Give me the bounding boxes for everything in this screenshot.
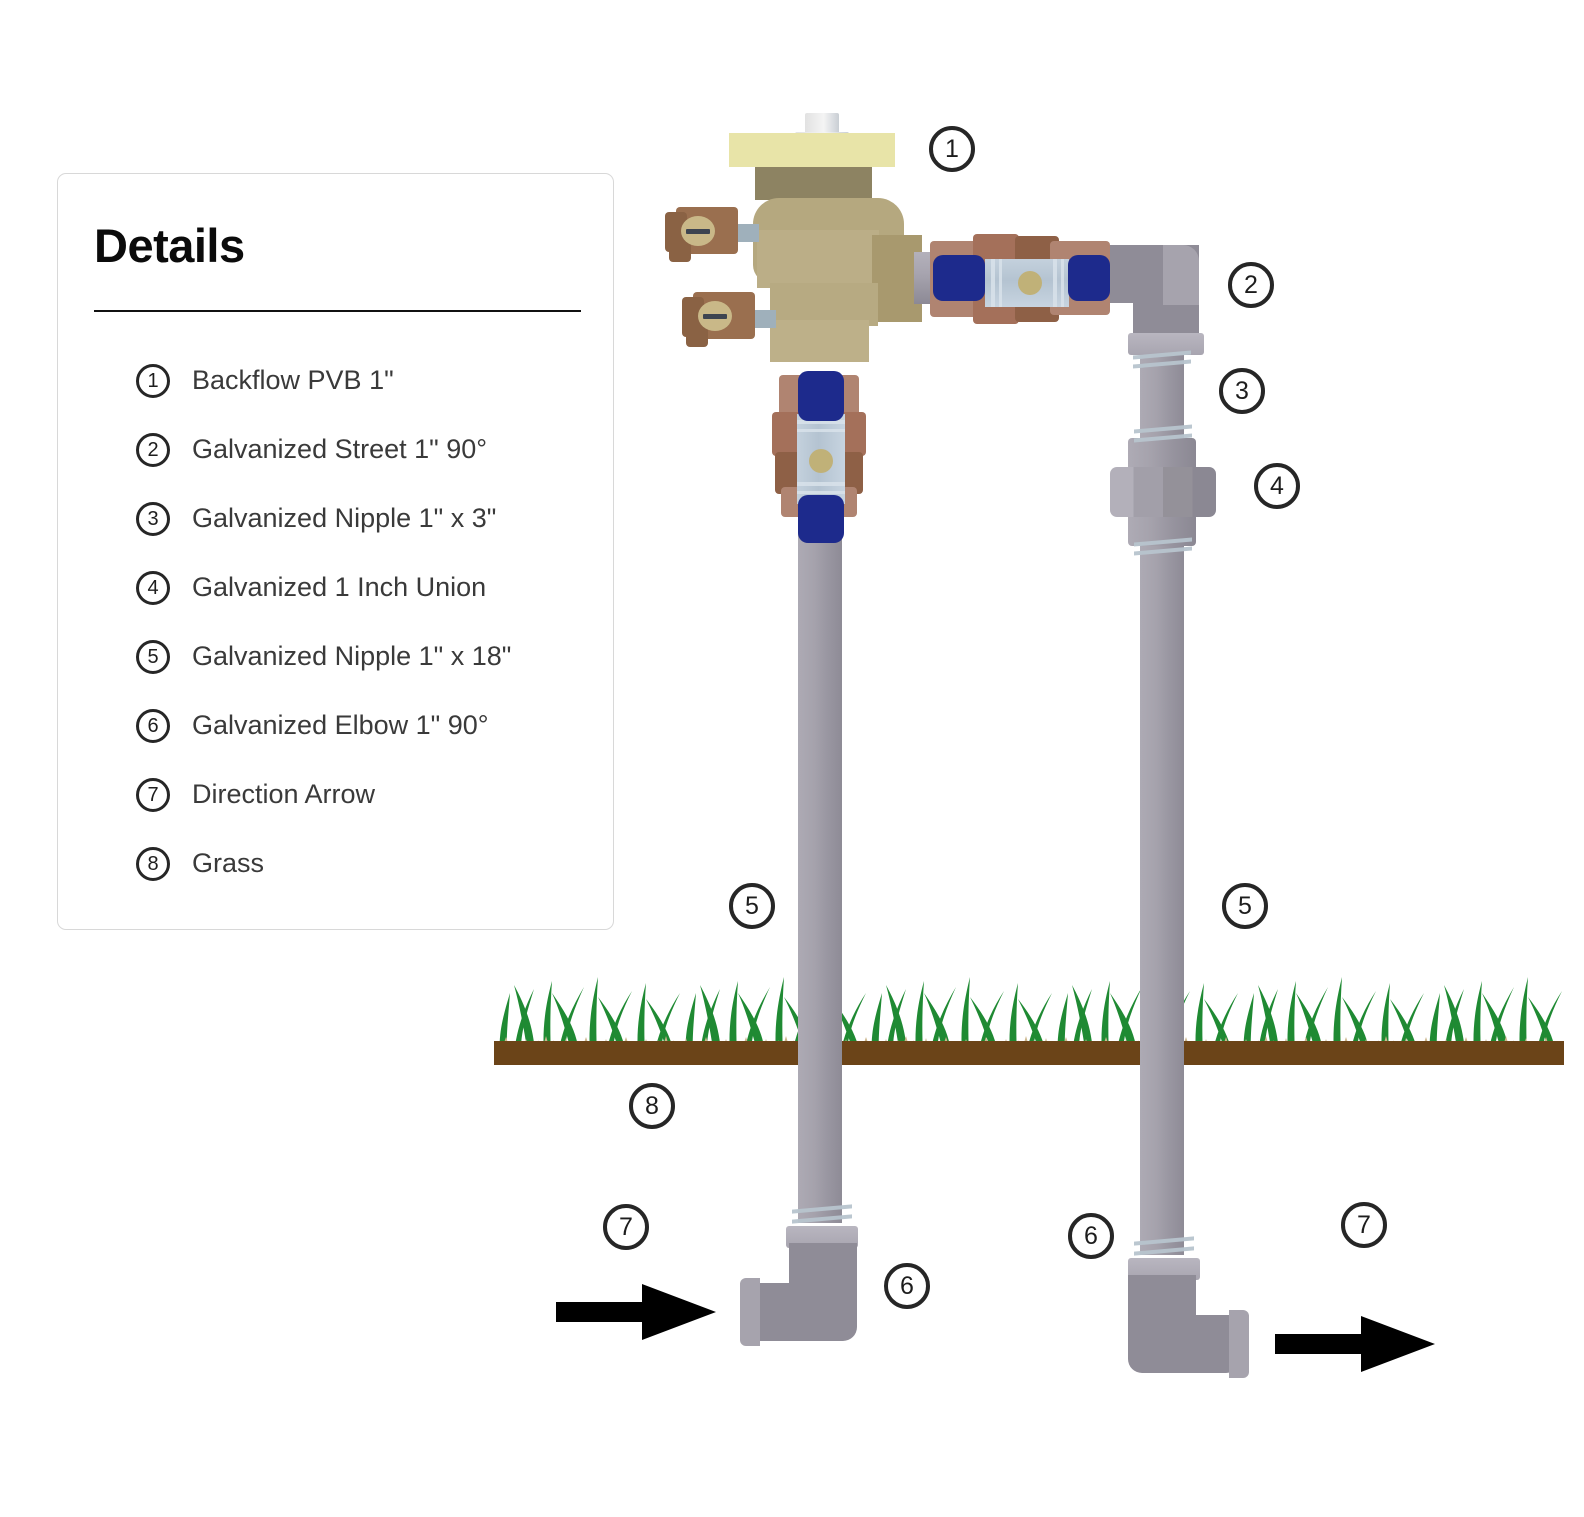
legend-badge-5: 5 [136, 639, 170, 674]
callout-6-right: 6 [1068, 1213, 1114, 1259]
left-riser-through-grass [798, 963, 842, 1065]
direction-arrow-left [556, 1282, 716, 1342]
details-legend-panel: Details 1 Backflow PVB 1" 2 Galvanized S… [57, 173, 614, 930]
title-divider [94, 310, 581, 312]
callout-3: 3 [1219, 368, 1265, 414]
pvb-top-cap [729, 133, 895, 167]
list-item: 1 Backflow PVB 1" [136, 346, 606, 415]
v-ballvalve-cap-top [798, 371, 844, 421]
v-ballvalve-cap-bottom [798, 495, 844, 543]
legend-badge-7: 7 [136, 777, 170, 812]
union-hex-nut [1110, 467, 1216, 517]
pvb-lower-body [770, 283, 878, 326]
right-riser-through-grass [1140, 963, 1184, 1065]
left-riser-pipe [798, 505, 842, 1223]
arrow-left-svg [556, 1284, 716, 1340]
street-elbow-outer-round [1163, 245, 1199, 305]
test-cock-upper-neck [735, 224, 759, 242]
right-riser-pipe [1140, 540, 1184, 1255]
legend-label-3: Galvanized Nipple 1" x 3" [192, 503, 497, 533]
legend-label-6: Galvanized Elbow 1" 90° [192, 710, 489, 740]
legend-label-1: Backflow PVB 1" [192, 365, 394, 395]
callout-5-left: 5 [729, 883, 775, 929]
legend-badge-2: 2 [136, 432, 170, 467]
callout-6-left: 6 [884, 1263, 930, 1309]
test-cock-lower-slot [703, 313, 727, 319]
h-ballvalve-stripe-d [1061, 259, 1064, 307]
test-cock-lower-neck [752, 310, 776, 328]
v-ballvalve-hub[interactable] [809, 449, 833, 473]
callout-1: 1 [929, 126, 975, 172]
union-upper-thread [1134, 424, 1192, 446]
street-elbow-collar [1128, 333, 1204, 355]
test-cock-upper-handle[interactable] [681, 216, 715, 246]
list-item: 5 Galvanized Nipple 1" x 18" [136, 622, 606, 691]
callout-7-right: 7 [1341, 1202, 1387, 1248]
legend-label-7: Direction Arrow [192, 779, 376, 809]
h-ballvalve-stripe-c [1053, 259, 1057, 307]
legend-label-2: Galvanized Street 1" 90° [192, 434, 488, 464]
soil-bar [494, 1041, 1564, 1065]
v-ballvalve-stripe-a [797, 420, 845, 424]
v-ballvalve-stripe-d [797, 491, 845, 494]
pvb-outlet-boss [872, 235, 922, 322]
legend-badge-4: 4 [136, 570, 170, 605]
h-ballvalve-cap-left [933, 255, 985, 301]
direction-arrow-right [1275, 1314, 1435, 1374]
callout-5-right: 5 [1222, 883, 1268, 929]
legend-badge-6: 6 [136, 708, 170, 743]
list-item: 4 Galvanized 1 Inch Union [136, 553, 606, 622]
v-ballvalve-stripe-c [797, 482, 845, 486]
callout-7-left: 7 [603, 1204, 649, 1250]
legend-label-4: Galvanized 1 Inch Union [192, 572, 487, 602]
list-item: 6 Galvanized Elbow 1" 90° [136, 691, 606, 760]
test-cock-upper-lug [669, 236, 691, 262]
v-ballvalve-stripe-b [797, 429, 845, 432]
page-title: Details [94, 219, 245, 272]
right-elbow-horizontal-leg [1178, 1315, 1238, 1373]
pvb-bonnet [755, 167, 872, 200]
callout-2: 2 [1228, 262, 1274, 308]
list-item: 2 Galvanized Street 1" 90° [136, 415, 606, 484]
legend-label-5: Galvanized Nipple 1" x 18" [192, 641, 512, 671]
legend-badge-8: 8 [136, 846, 170, 881]
test-cock-lower-lug [686, 321, 708, 347]
list-item: 3 Galvanized Nipple 1" x 3" [136, 484, 606, 553]
legend-badge-1: 1 [136, 363, 170, 398]
legend-list: 1 Backflow PVB 1" 2 Galvanized Street 1"… [136, 346, 606, 898]
h-ballvalve-hub[interactable] [1018, 271, 1042, 295]
callout-8: 8 [629, 1083, 675, 1129]
test-cock-upper-slot [686, 228, 710, 234]
right-elbow-collar [1128, 1258, 1200, 1280]
union-lower-thread [1134, 537, 1192, 559]
list-item: 7 Direction Arrow [136, 760, 606, 829]
h-ballvalve-cap-right [1068, 255, 1110, 301]
arrow-right-svg [1275, 1316, 1435, 1372]
pvb-body-shoulder [757, 230, 879, 288]
callout-4: 4 [1254, 463, 1300, 509]
pvb-outlet-base [770, 320, 869, 362]
left-elbow-collar [786, 1226, 858, 1248]
street-elbow-thread [1133, 349, 1191, 375]
legend-label-8: Grass [192, 848, 265, 878]
right-elbow-socket-face [1229, 1310, 1249, 1378]
list-item: 8 Grass [136, 829, 606, 898]
left-elbow-socket-face [740, 1278, 760, 1346]
test-cock-lower-handle[interactable] [698, 301, 732, 331]
h-ballvalve-stripe-b [999, 259, 1002, 307]
legend-badge-3: 3 [136, 501, 170, 536]
h-ballvalve-stripe-a [991, 259, 995, 307]
